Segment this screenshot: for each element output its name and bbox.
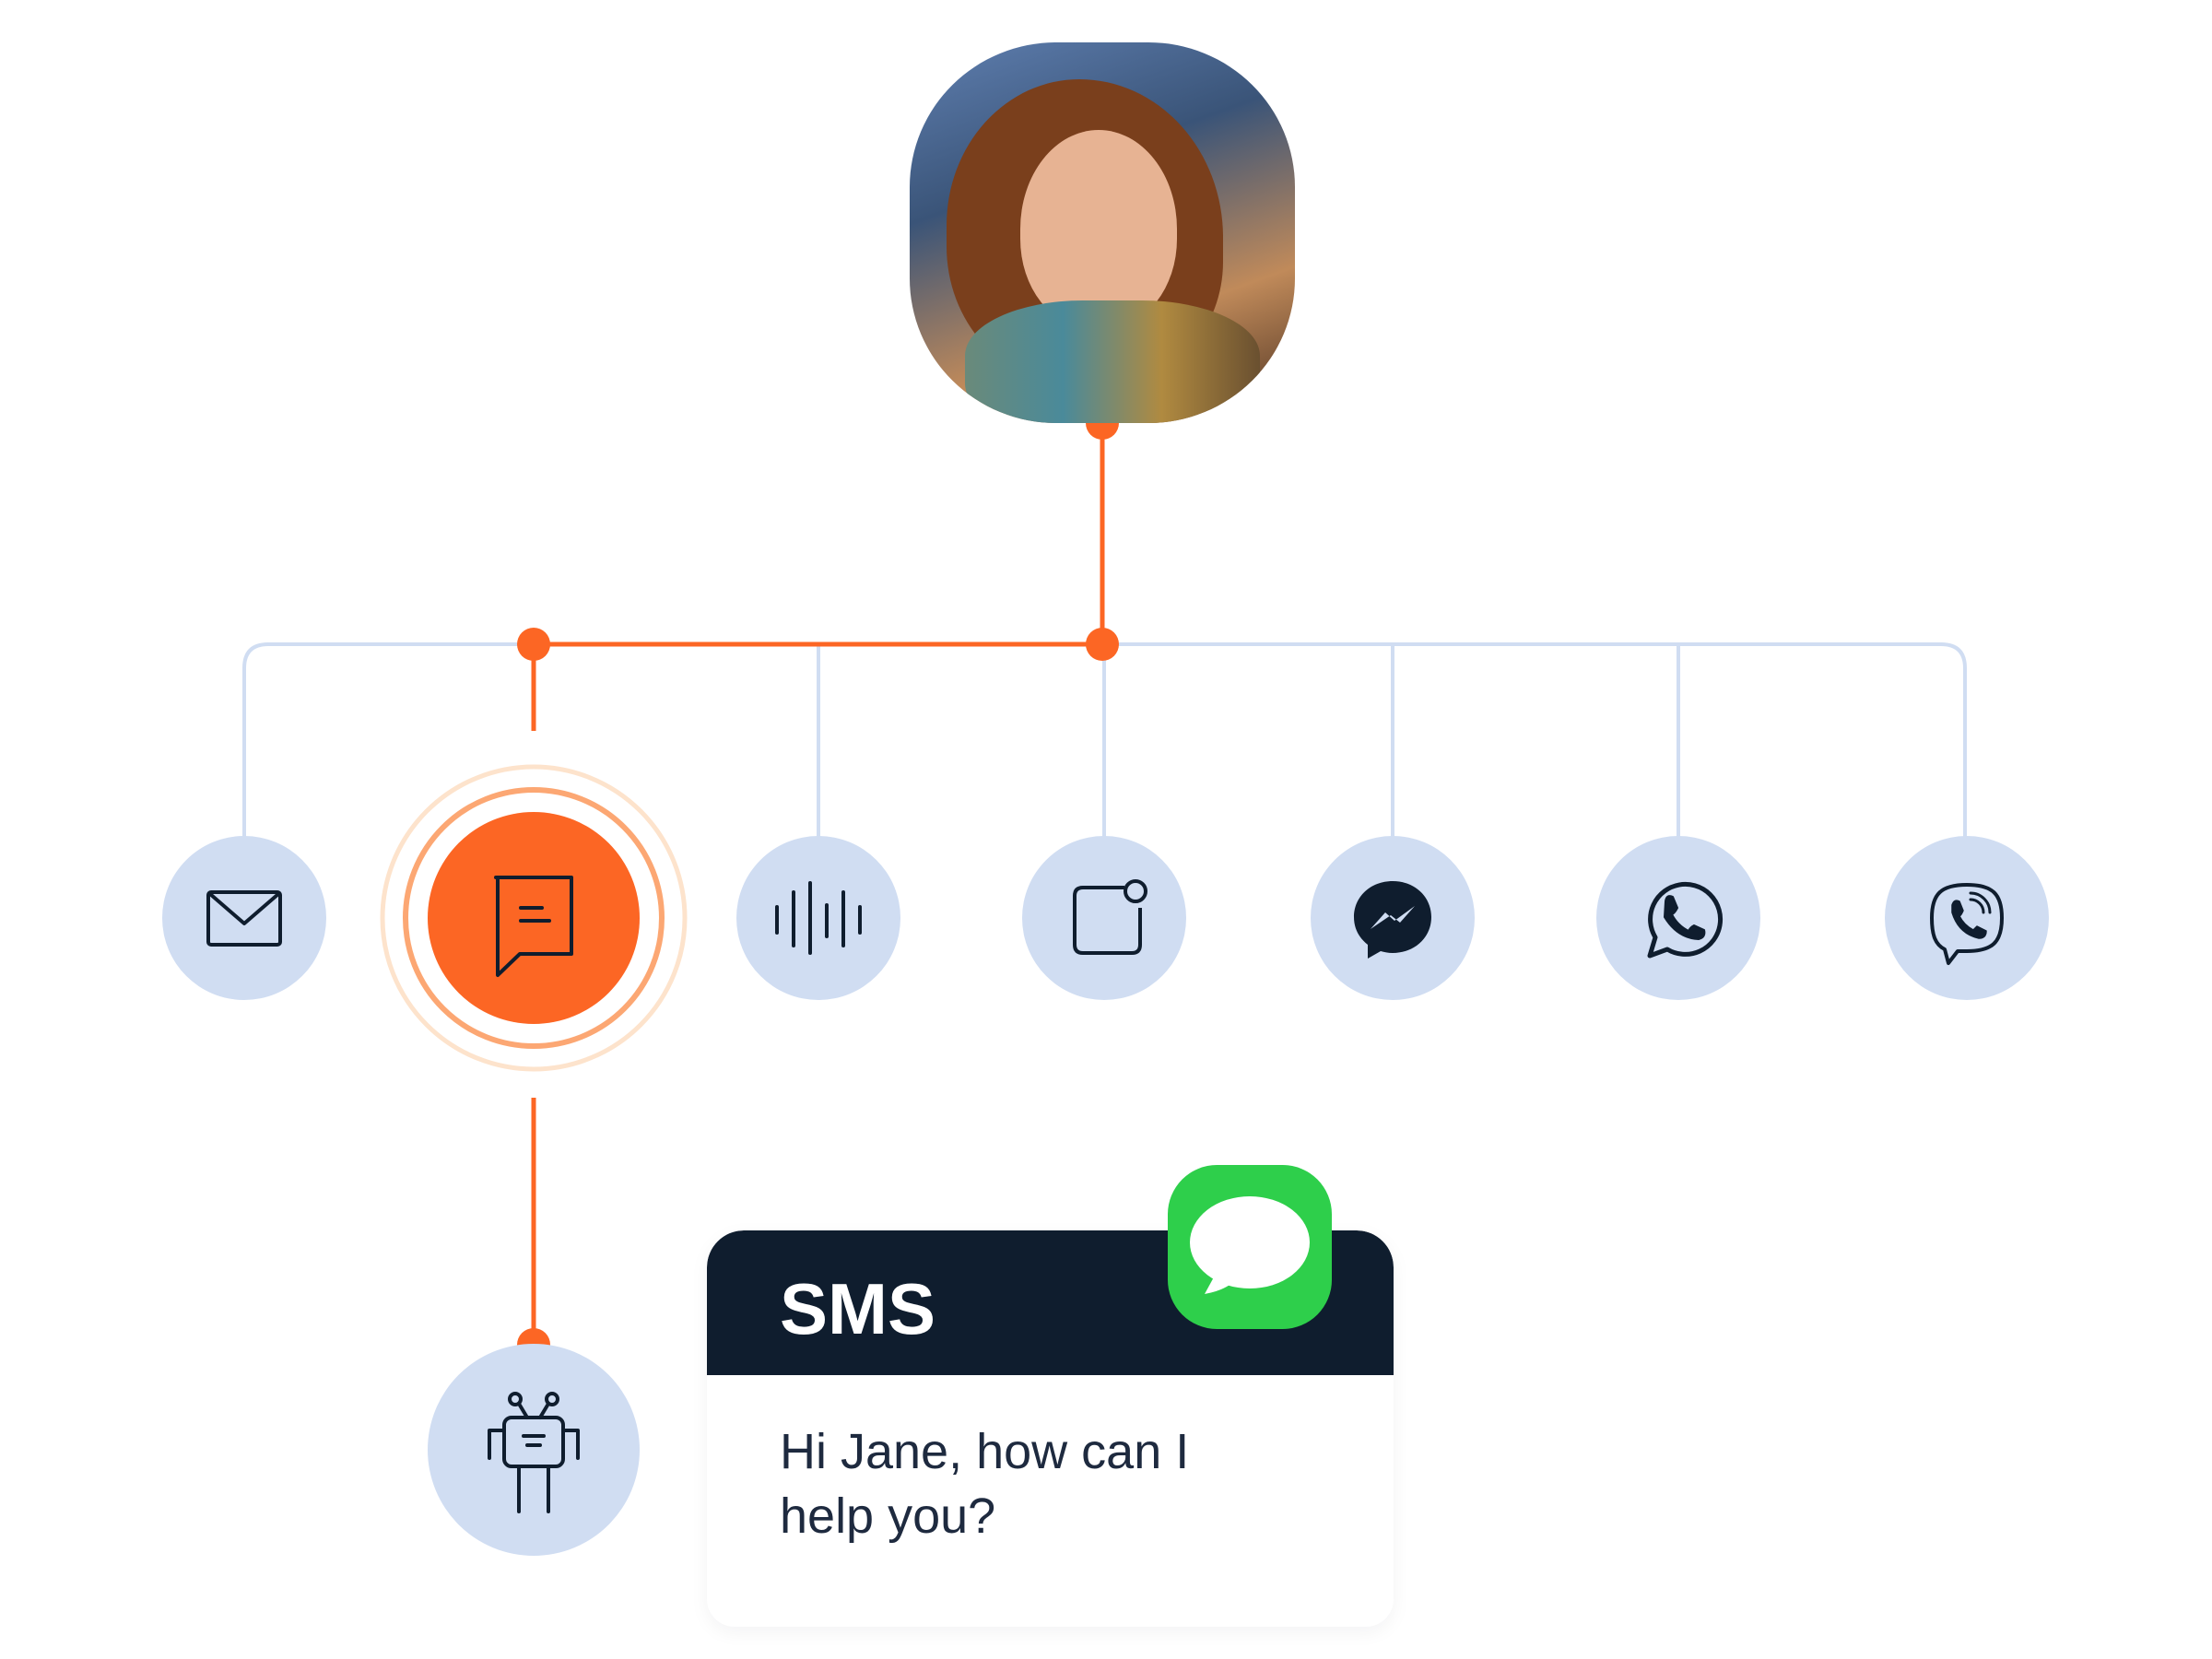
- messenger-icon: [1354, 881, 1431, 959]
- message-text: Hi Jane, how can I help you?: [780, 1424, 1190, 1544]
- viber-icon: [1930, 883, 2004, 965]
- message-bubble-icon: [1190, 1196, 1310, 1294]
- avatar-face: [1020, 130, 1177, 328]
- channel-push[interactable]: [1022, 836, 1186, 1000]
- channel-sms[interactable]: [380, 764, 688, 1072]
- envelope-icon: [206, 890, 282, 947]
- channel-viber[interactable]: [1885, 836, 2049, 1000]
- bot-node[interactable]: [428, 1344, 640, 1556]
- channel-whatsapp[interactable]: [1596, 836, 1760, 1000]
- channel-email[interactable]: [162, 836, 326, 1000]
- channel-voice[interactable]: [736, 836, 900, 1000]
- channel-connectors: [242, 642, 1967, 837]
- whatsapp-icon: [1647, 881, 1724, 959]
- channel-messenger[interactable]: [1311, 836, 1475, 1000]
- chat-bubble-icon: [494, 876, 573, 977]
- sms-app-icon: [1168, 1165, 1332, 1329]
- active-path: [531, 423, 1105, 1345]
- avatar-scarf: [965, 300, 1260, 423]
- contact-avatar: [910, 42, 1295, 423]
- card-title: SMS: [780, 1268, 936, 1349]
- sound-wave-icon: [775, 881, 862, 955]
- notification-icon: [1073, 879, 1147, 955]
- robot-icon: [488, 1392, 580, 1513]
